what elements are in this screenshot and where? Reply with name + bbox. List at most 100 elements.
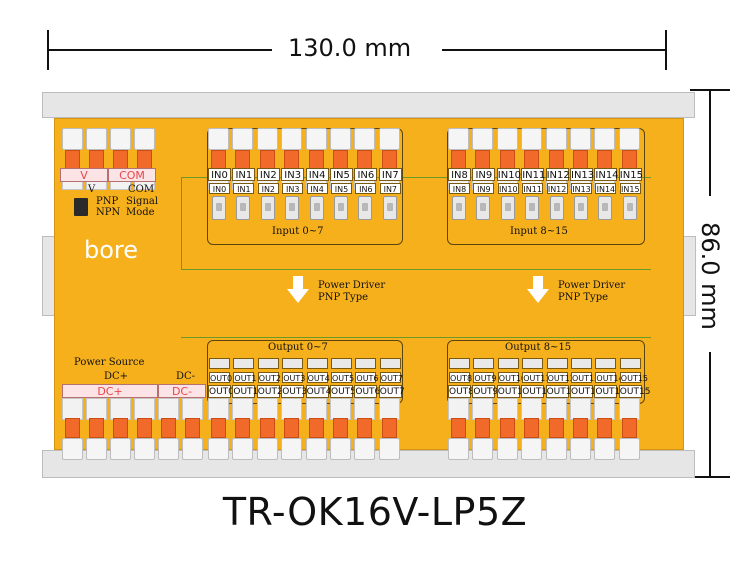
- terminal-lever[interactable]: [381, 418, 397, 438]
- spring-terminal[interactable]: [110, 398, 131, 460]
- input-label: IN4: [305, 168, 329, 181]
- output-small-label: OUT2: [257, 372, 281, 383]
- terminal-lever[interactable]: [137, 418, 152, 438]
- input-led-label: IN5: [331, 183, 352, 194]
- terminal-lever[interactable]: [235, 150, 251, 170]
- terminal-lever[interactable]: [573, 418, 588, 438]
- output-chip: [209, 358, 230, 369]
- spring-terminal[interactable]: [182, 398, 203, 460]
- output-chip: [282, 358, 304, 369]
- terminal-lever[interactable]: [621, 418, 637, 438]
- terminal-lever[interactable]: [185, 418, 200, 438]
- spring-terminal[interactable]: [158, 398, 179, 460]
- output-label: OUT14: [594, 385, 627, 398]
- terminal-body: [305, 398, 327, 420]
- output-label: OUT6: [354, 385, 381, 398]
- terminal-lever[interactable]: [235, 418, 251, 438]
- spring-terminal[interactable]: [448, 398, 469, 460]
- output-chip: [522, 358, 544, 369]
- terminal-lever[interactable]: [65, 418, 80, 438]
- terminal-lever[interactable]: [65, 150, 80, 170]
- trace: [181, 337, 651, 338]
- input-led-label: IN6: [355, 183, 377, 194]
- terminal-lever[interactable]: [548, 150, 564, 170]
- terminal-socket: [354, 438, 376, 460]
- terminal-lever[interactable]: [499, 418, 515, 438]
- terminal-body: [182, 398, 203, 420]
- terminal-lever[interactable]: [333, 418, 348, 438]
- terminal-lever[interactable]: [211, 418, 226, 438]
- output-small-label: OUT1: [233, 372, 257, 383]
- terminal-lever[interactable]: [499, 150, 515, 170]
- spring-terminal[interactable]: [378, 398, 400, 460]
- terminal-socket: [378, 438, 400, 460]
- spring-terminal[interactable]: [594, 398, 616, 460]
- terminal-body: [378, 398, 400, 420]
- input-led-icon: [358, 196, 373, 220]
- housing-right-clip: [682, 236, 696, 316]
- spring-terminal[interactable]: [232, 398, 254, 460]
- terminal-lever[interactable]: [333, 150, 348, 170]
- output-small-label: OUT12: [546, 372, 575, 383]
- terminal-lever[interactable]: [475, 150, 491, 170]
- input-led-label: IN13: [571, 183, 592, 194]
- spring-terminal[interactable]: [496, 398, 518, 460]
- terminal-lever[interactable]: [259, 150, 275, 170]
- spring-terminal[interactable]: [208, 398, 229, 460]
- mode-switch-icon[interactable]: [74, 198, 88, 216]
- terminal-lever[interactable]: [113, 150, 128, 170]
- terminal-body: [594, 398, 616, 420]
- terminal-lever[interactable]: [89, 418, 104, 438]
- terminal-lever[interactable]: [284, 150, 300, 170]
- v-under-label: V: [88, 184, 96, 195]
- spring-terminal[interactable]: [570, 398, 591, 460]
- terminal-lever[interactable]: [357, 418, 373, 438]
- terminal-socket: [305, 438, 327, 460]
- terminal-socket: [545, 438, 567, 460]
- spring-terminal[interactable]: [86, 398, 107, 460]
- spring-terminal[interactable]: [521, 398, 543, 460]
- terminal-lever[interactable]: [573, 150, 588, 170]
- terminal-lever[interactable]: [524, 418, 540, 438]
- terminal-socket: [594, 438, 616, 460]
- spring-terminal[interactable]: [618, 398, 640, 460]
- output-chip: [619, 358, 641, 369]
- terminal-lever[interactable]: [308, 150, 324, 170]
- terminal-lever[interactable]: [89, 150, 104, 170]
- terminal-lever[interactable]: [475, 418, 491, 438]
- spring-terminal[interactable]: [62, 398, 83, 460]
- input-label: IN15: [618, 168, 643, 181]
- brand-logo: bore: [84, 236, 139, 264]
- terminal-lever[interactable]: [308, 418, 324, 438]
- terminal-lever[interactable]: [211, 150, 226, 170]
- terminal-lever[interactable]: [451, 418, 466, 438]
- spring-terminal[interactable]: [134, 398, 155, 460]
- spring-terminal[interactable]: [354, 398, 376, 460]
- com-under-label: COM: [128, 184, 155, 195]
- terminal-lever[interactable]: [284, 418, 300, 438]
- terminal-lever[interactable]: [259, 418, 275, 438]
- terminal-lever[interactable]: [548, 418, 564, 438]
- spring-terminal[interactable]: [545, 398, 567, 460]
- terminal-body: [134, 398, 155, 420]
- input-led-icon: [236, 196, 251, 220]
- spring-terminal[interactable]: [281, 398, 303, 460]
- terminal-lever[interactable]: [381, 150, 397, 170]
- input-led-icon: [212, 196, 226, 220]
- terminal-lever[interactable]: [161, 418, 176, 438]
- terminal-lever[interactable]: [113, 418, 128, 438]
- terminal-lever[interactable]: [137, 150, 152, 170]
- terminal-lever[interactable]: [597, 150, 613, 170]
- terminal-body: [110, 398, 131, 420]
- spring-terminal[interactable]: [305, 398, 327, 460]
- terminal-body: [570, 398, 591, 420]
- terminal-lever[interactable]: [451, 150, 466, 170]
- spring-terminal[interactable]: [330, 398, 351, 460]
- terminal-lever[interactable]: [357, 150, 373, 170]
- terminal-lever[interactable]: [524, 150, 540, 170]
- terminal-lever[interactable]: [597, 418, 613, 438]
- spring-terminal[interactable]: [256, 398, 278, 460]
- terminal-socket: [86, 438, 107, 460]
- spring-terminal[interactable]: [472, 398, 494, 460]
- terminal-lever[interactable]: [621, 150, 637, 170]
